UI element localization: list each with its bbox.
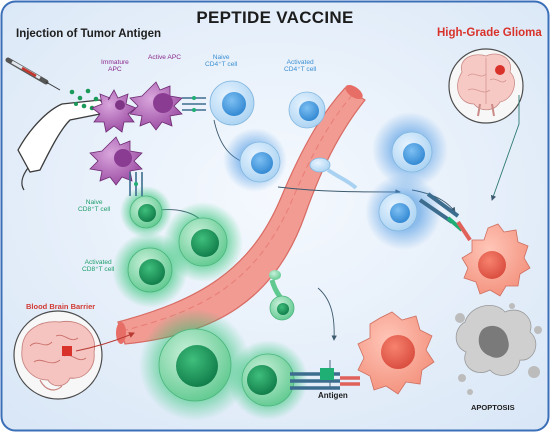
large-cd8-cell xyxy=(158,328,232,402)
glioma-label: High-Grade Glioma xyxy=(437,27,542,39)
activated-cd4-label: Activated CD4⁺T cell xyxy=(284,59,317,73)
cd4-cell-right-bottom xyxy=(378,192,418,232)
activated-cd8-label: Activated CD8⁺T cell xyxy=(82,259,115,273)
antigen-label: Antigen xyxy=(318,391,348,400)
apoptosis-label: APOPTOSIS xyxy=(471,403,515,412)
lower-apc-cell xyxy=(89,136,143,196)
activated-cd8-cell-2 xyxy=(178,217,228,267)
activated-cd8-cell xyxy=(127,247,173,293)
injection-label: Injection of Tumor Antigen xyxy=(16,28,162,40)
diagram-title: PEPTIDE VACCINE xyxy=(196,8,354,27)
activated-cd4-cell-2 xyxy=(239,141,281,183)
cd4-cell-right-top xyxy=(391,131,433,173)
activated-cd4-cell xyxy=(288,91,326,129)
tumor-cell-bottom xyxy=(357,311,435,395)
brain-glioma-illustration xyxy=(448,48,524,124)
bbb-arrow xyxy=(75,332,135,352)
active-apc-label: Active APC xyxy=(148,54,181,61)
naive-cd8-label: Naive CD8⁺T cell xyxy=(78,199,111,213)
active-apc-cell xyxy=(129,81,206,131)
bbb-label: Blood Brain Barrier xyxy=(26,302,96,311)
cd8-cell-in-vessel xyxy=(269,270,295,321)
tumor-cell-right xyxy=(461,223,531,297)
syringe-icon xyxy=(5,57,61,91)
cd8-cell-attacking xyxy=(241,353,295,407)
immature-apc-label: Immature APC xyxy=(101,59,129,73)
naive-cd4-cell xyxy=(209,80,255,126)
naive-cd8-cell xyxy=(129,195,163,229)
naive-cd4-label: Naive CD4⁺T cell xyxy=(205,54,238,68)
tcr-receptor-bottom xyxy=(290,368,360,390)
apoptotic-cell xyxy=(455,303,542,395)
brain-bbb-illustration xyxy=(13,310,103,400)
tcr-receptor-top xyxy=(418,192,472,242)
immature-apc-cell xyxy=(91,89,137,133)
cd4-cell-in-vessel xyxy=(309,157,358,190)
